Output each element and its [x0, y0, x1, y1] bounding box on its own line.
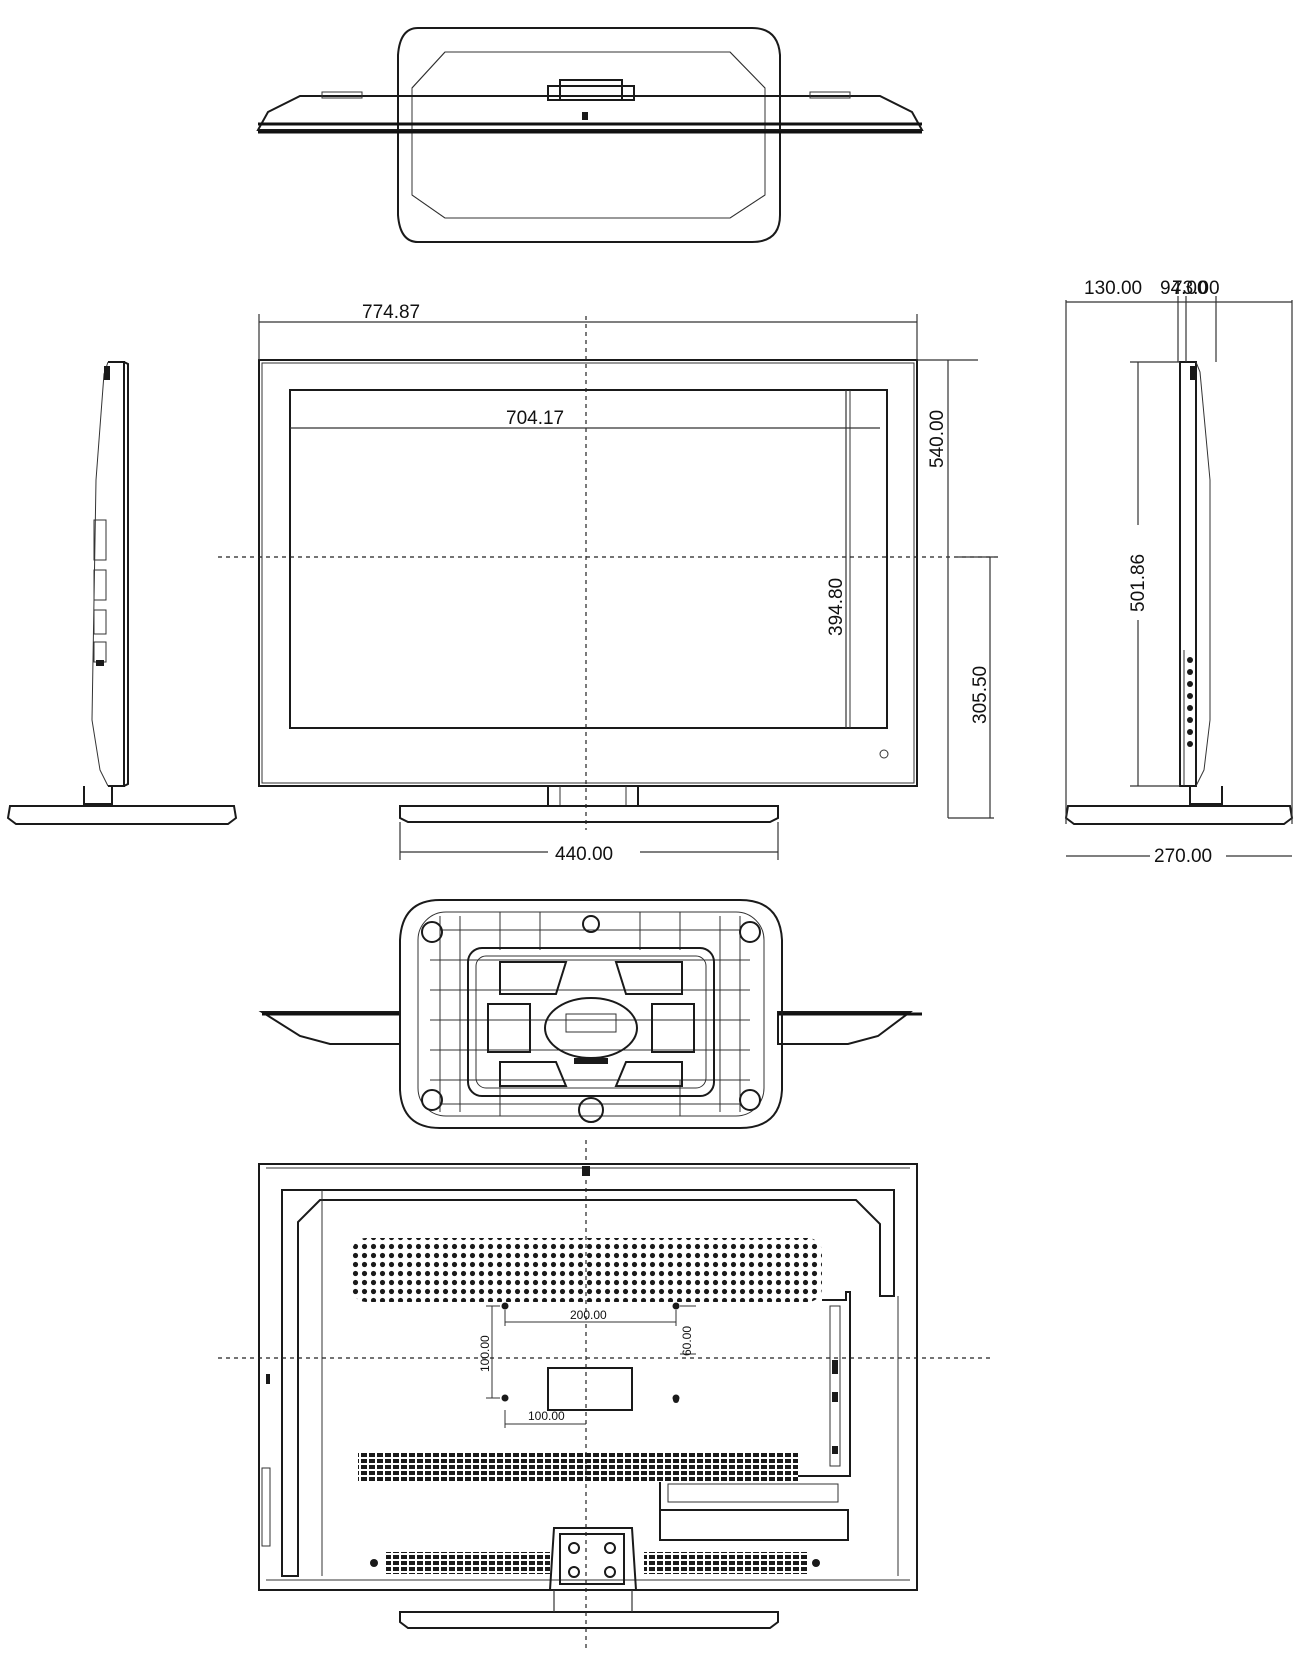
side-depth-c-label: 73.00 — [1172, 278, 1220, 299]
side-depth-a-label: 130.00 — [1084, 278, 1142, 299]
screen-width-label: 704.17 — [506, 408, 564, 429]
overall-width-label: 774.87 — [362, 302, 420, 323]
side-screen-height-label: 501.86 — [1128, 554, 1149, 612]
vesa-offset-right-label: 60.00 — [680, 1326, 694, 1356]
stand-depth-label: 270.00 — [1154, 846, 1212, 867]
left-side-view — [6, 361, 238, 825]
vesa-mount: 200.00 100.00 60.00 100.00 — [478, 1302, 696, 1428]
screen-height-label: 394.80 — [826, 578, 847, 636]
side-ports — [1187, 657, 1193, 747]
side-depth-b-label: 94.00 — [1160, 278, 1208, 299]
top-view — [256, 27, 924, 243]
rib-grid — [430, 912, 750, 1116]
vesa-vertical-label: 100.00 — [478, 1335, 492, 1372]
overall-height-label: 540.00 — [927, 410, 948, 468]
front-view: 774.87 704.17 540.00 394.80 305.50 440.0… — [218, 302, 1000, 865]
center-height-label: 305.50 — [970, 666, 991, 724]
bottom-view — [258, 899, 922, 1160]
right-side-view: 130.00 94.00 73.00 501.86 270.00 — [1064, 278, 1294, 867]
stand-width-label: 440.00 — [555, 844, 613, 865]
rear-view: 200.00 100.00 60.00 100.00 — [218, 1163, 990, 1650]
vesa-horizontal-label: 200.00 — [570, 1308, 607, 1322]
vesa-offset-bottom-label: 100.00 — [528, 1409, 565, 1423]
